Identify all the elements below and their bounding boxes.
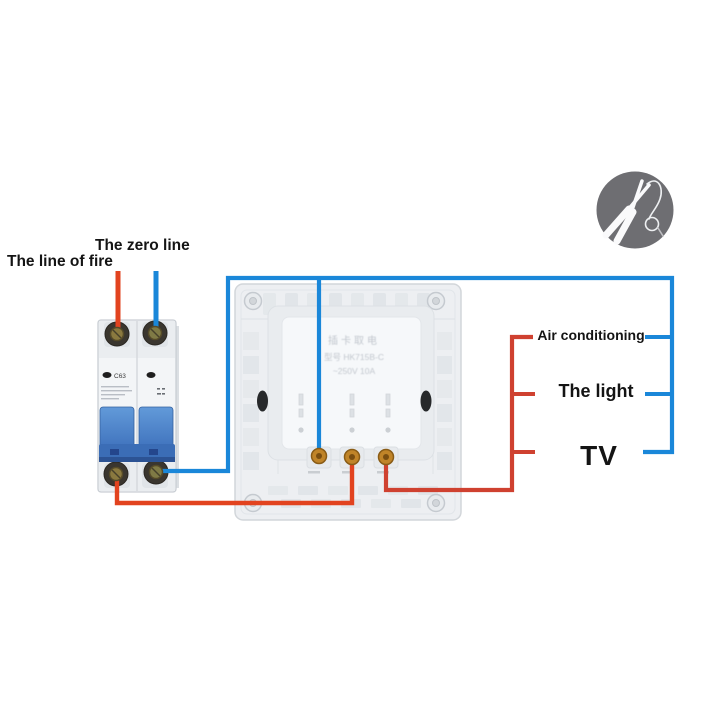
panel-printed-text: 插卡取电 型号 HK715B-C ~250V 10A bbox=[324, 334, 384, 376]
appliance-label-the-light: The light bbox=[558, 381, 634, 401]
wire-live-return-run bbox=[383, 334, 533, 493]
zero-line-label: The zero line bbox=[95, 237, 190, 254]
module-marks bbox=[298, 393, 391, 433]
circuit-breaker: C63 bbox=[97, 319, 179, 493]
breaker-model-text: C63 bbox=[114, 373, 126, 380]
switch-back-panel: 插卡取电 型号 HK715B-C ~250V 10A bbox=[234, 283, 462, 521]
live-wires bbox=[114, 271, 535, 506]
indicator-dot-left bbox=[102, 372, 112, 378]
line-of-fire-label: The line of fire bbox=[7, 253, 113, 270]
appliance-label-air-conditioning: Air conditioning bbox=[537, 327, 645, 343]
terminal-screw-caps bbox=[108, 325, 395, 482]
mounting-slot-left bbox=[257, 390, 268, 412]
appliance-label-tv: TV bbox=[580, 440, 618, 471]
pliers-logo bbox=[596, 171, 674, 249]
pliers-with-cable-icon bbox=[602, 179, 664, 245]
wire-neutral-main-run bbox=[157, 275, 675, 474]
indicator-dot-right bbox=[146, 372, 156, 378]
panel-print-line1: 插卡取电 bbox=[328, 334, 380, 347]
panel-print-line3: ~250V 10A bbox=[333, 366, 376, 376]
neutral-wires bbox=[153, 271, 675, 474]
mounting-slot-right bbox=[420, 390, 432, 412]
panel-print-line2: 型号 HK715B-C bbox=[324, 352, 384, 362]
wire-live-to-switch bbox=[114, 458, 355, 506]
breaker-toggles bbox=[99, 406, 175, 462]
breaker-spec-lines bbox=[101, 386, 165, 400]
